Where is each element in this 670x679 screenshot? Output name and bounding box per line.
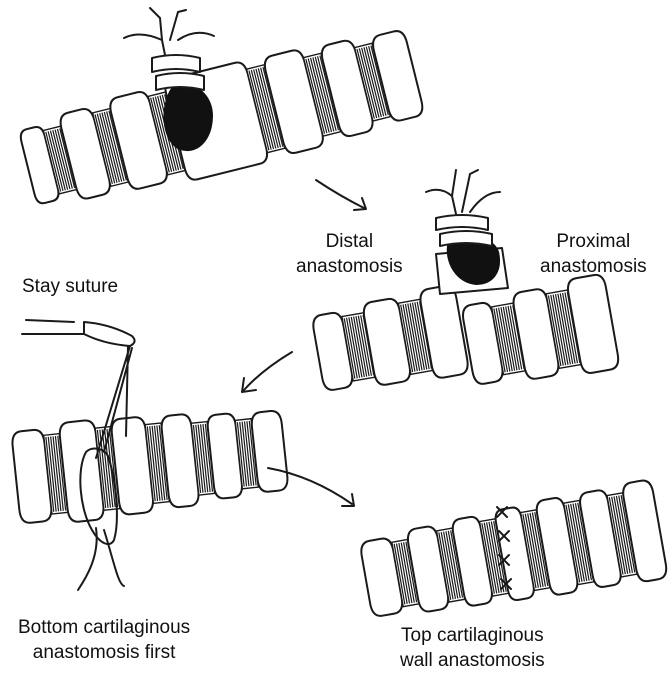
top-label-line2: wall anastomosis: [400, 648, 545, 673]
arrow-step2-to-step3: [244, 352, 292, 390]
trachea-with-tumor: [15, 8, 426, 218]
suture-ends: [78, 528, 124, 590]
specimen-ring: [436, 215, 488, 230]
proximal-tracheal-segment: [460, 273, 620, 393]
trachea-body: [357, 479, 668, 629]
upper-ring: [156, 73, 204, 90]
trachea-body: [11, 400, 290, 528]
resected-specimen: [426, 170, 508, 294]
stay-suture-trachea: [11, 320, 290, 590]
distal-anastomosis-label: Distal anastomosis: [296, 229, 403, 279]
completed-anastomosis-trachea: [357, 479, 668, 629]
proximal-label-line1: Proximal: [540, 229, 647, 254]
trachea-body: [310, 284, 469, 398]
forceps: [22, 320, 135, 346]
bottom-label-line2: anastomosis first: [18, 640, 190, 665]
distal-label-line2: anastomosis: [296, 254, 403, 279]
trachea-body: [460, 273, 620, 393]
top-anastomosis-label: Top cartilaginous wall anastomosis: [400, 623, 545, 673]
distal-label-line1: Distal: [296, 229, 403, 254]
bronchial-branches: [124, 8, 214, 55]
proximal-label-line2: anastomosis: [540, 254, 647, 279]
bottom-label-line1: Bottom cartilaginous: [18, 615, 190, 640]
bottom-anastomosis-label: Bottom cartilaginous anastomosis first: [18, 615, 190, 665]
proximal-anastomosis-label: Proximal anastomosis: [540, 229, 647, 279]
tumor-mass: [164, 84, 212, 150]
trachea-body: [15, 21, 426, 218]
distal-tracheal-segment: [310, 284, 469, 398]
upper-ring: [152, 55, 200, 72]
arrow-step1-to-step2: [316, 180, 364, 208]
specimen-branches: [426, 170, 500, 214]
stay-suture-label: Stay suture: [22, 274, 118, 299]
stay-suture-text: Stay suture: [22, 274, 118, 299]
top-label-line1: Top cartilaginous: [400, 623, 545, 648]
specimen-ring: [440, 231, 492, 246]
